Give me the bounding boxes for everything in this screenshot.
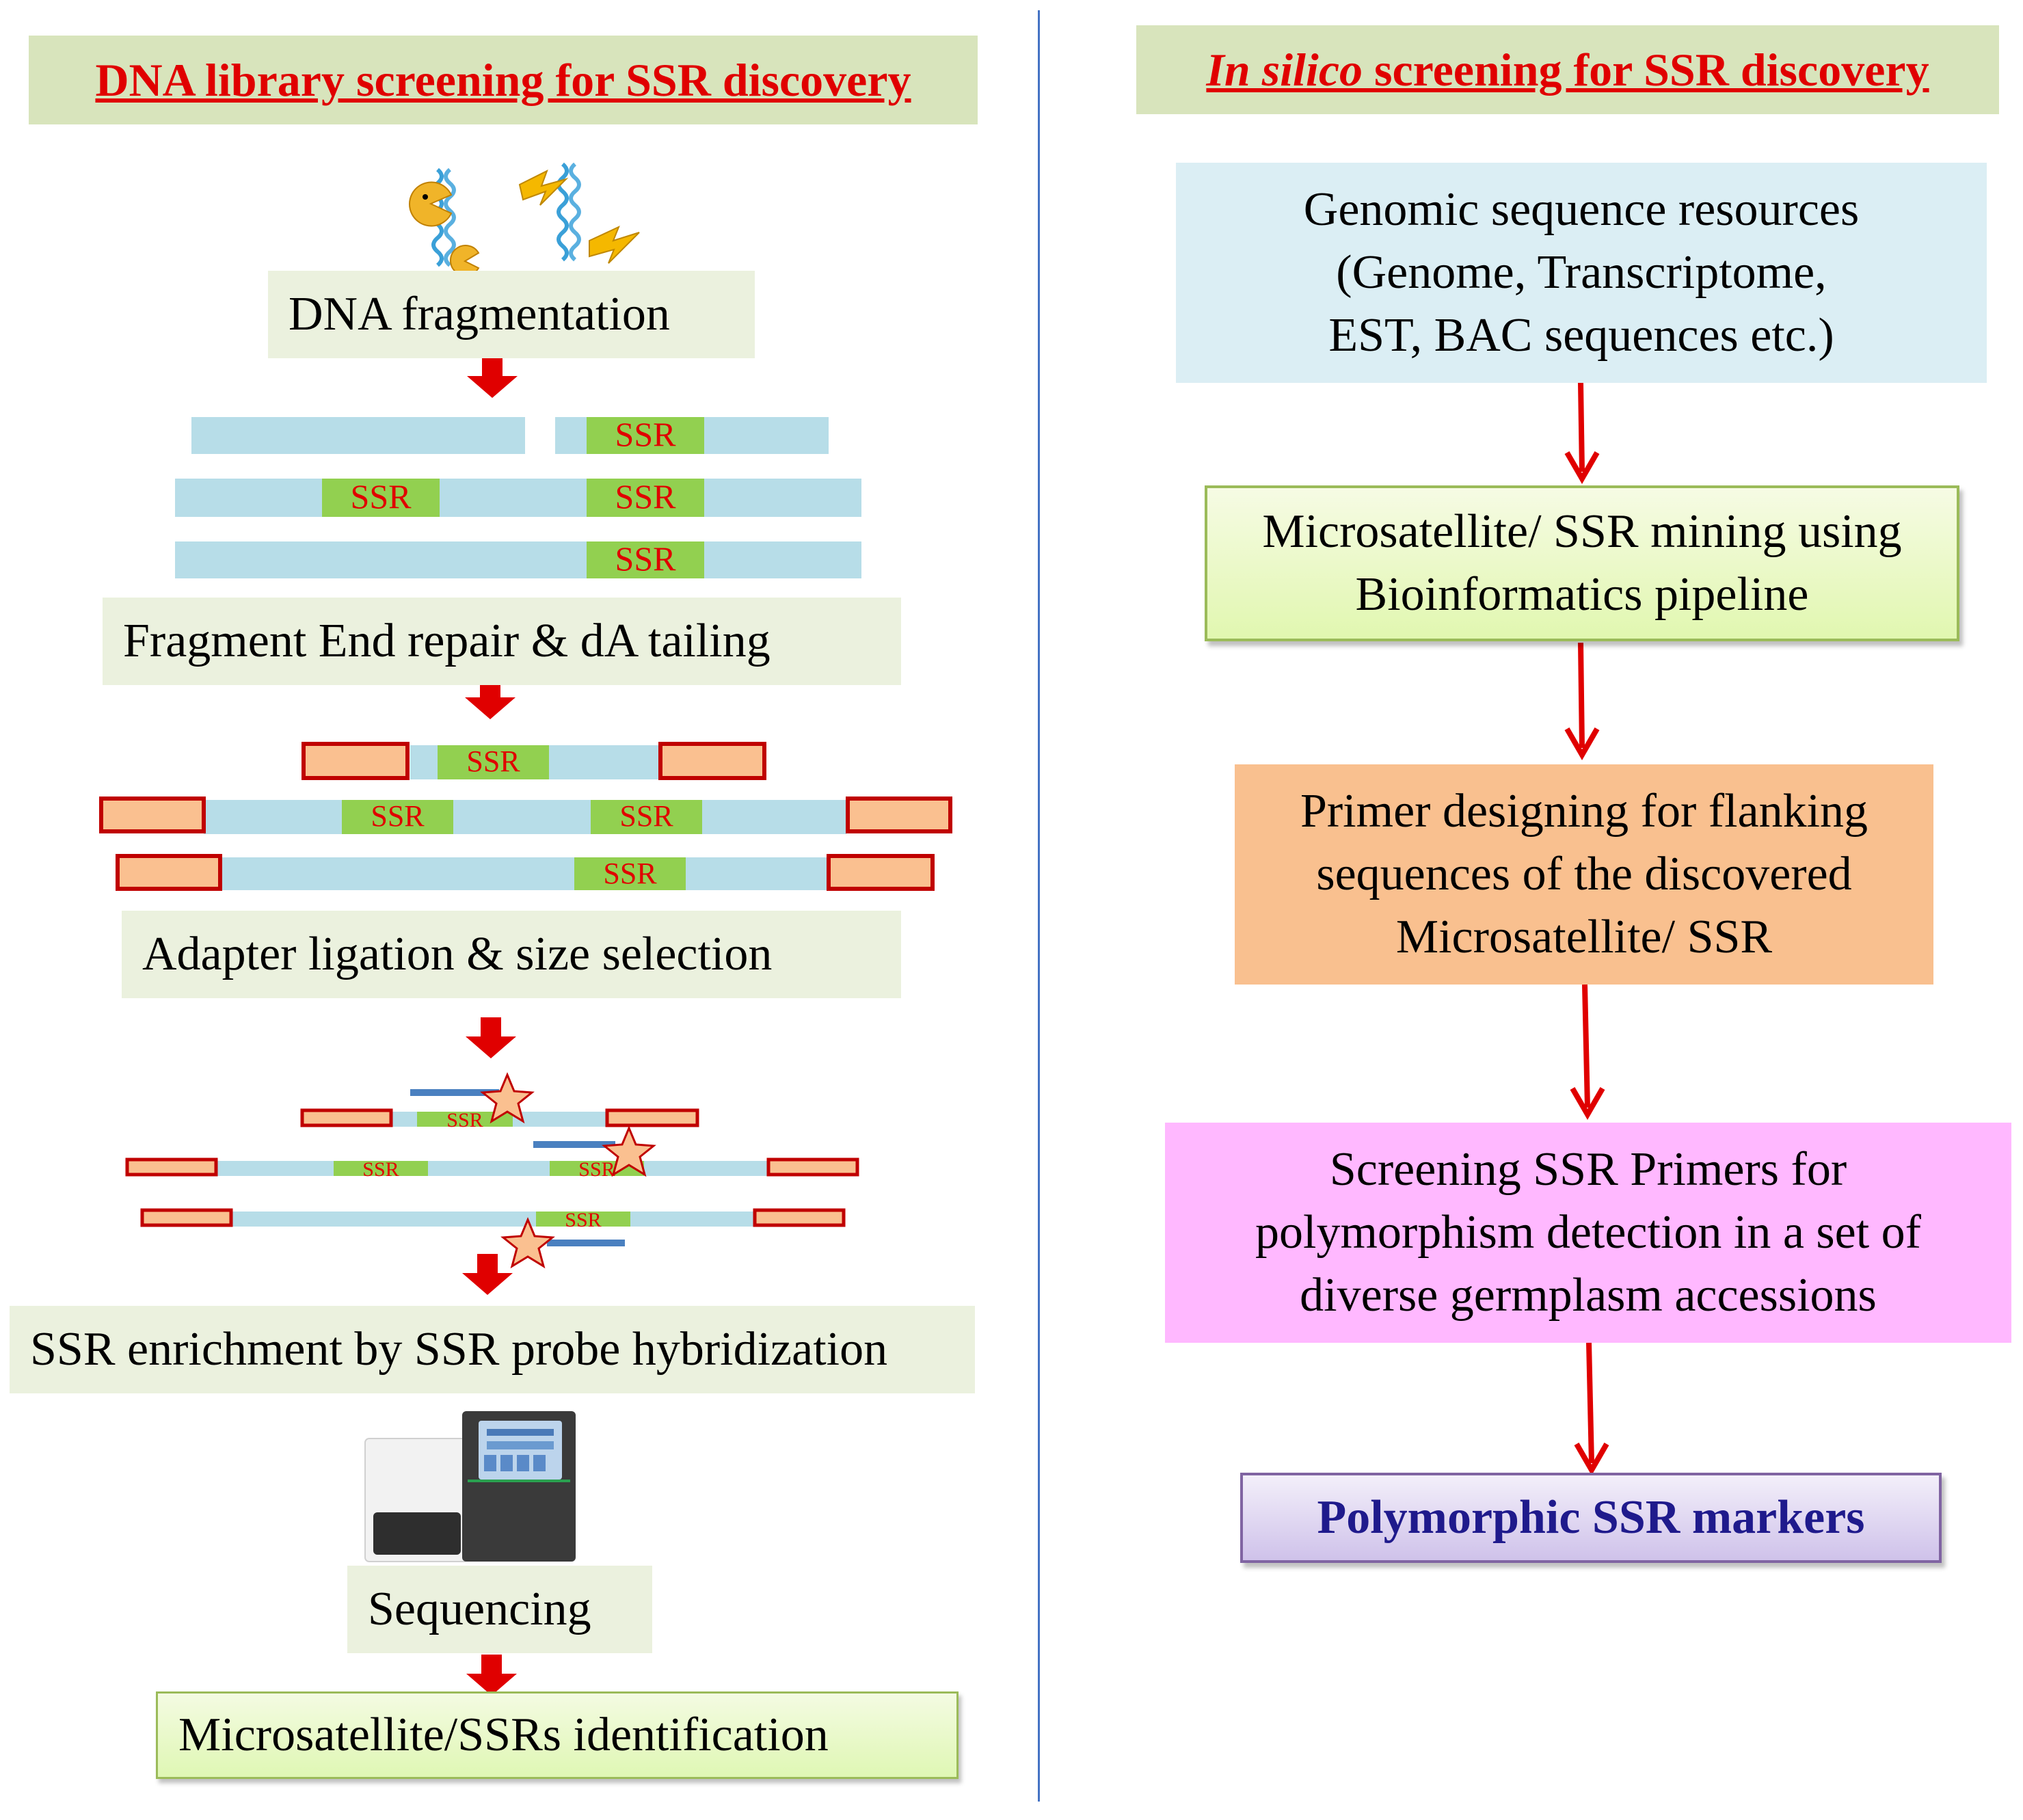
dna-helix-icon xyxy=(559,164,579,260)
step-ssr-identification: Microsatellite/SSRs identification xyxy=(156,1691,959,1779)
ssr-label: SSR xyxy=(615,415,676,453)
ssr-segment xyxy=(438,745,549,779)
sequencer-machine-icon xyxy=(364,1411,576,1562)
ssr-segment xyxy=(587,479,704,517)
box-line: sequences of the discovered xyxy=(1316,848,1852,900)
down-arrow xyxy=(465,678,515,719)
adapter-block xyxy=(658,742,766,780)
ssr-label: SSR xyxy=(619,799,673,833)
ssr-label: SSR xyxy=(466,745,520,778)
pacman-nuclease-icon xyxy=(409,181,480,276)
ssr-segment xyxy=(587,417,704,454)
star-probe-icon xyxy=(480,1072,535,1124)
ssr-segment xyxy=(536,1212,630,1227)
dna-fragment xyxy=(230,1212,756,1227)
step-label: Adapter ligation & size selection xyxy=(142,928,773,980)
adapter-block xyxy=(302,742,410,780)
down-arrow xyxy=(466,1017,516,1058)
step-adapter-ligation: Adapter ligation & size selection xyxy=(122,911,901,998)
ssr-label: SSR xyxy=(603,857,657,890)
dna-fragment xyxy=(175,541,861,578)
ssr-segment xyxy=(417,1112,513,1127)
step-label: DNA fragmentation xyxy=(289,288,670,340)
dna-fragment xyxy=(220,857,829,890)
ssr-segment xyxy=(591,800,702,834)
box-line: Bioinformatics pipeline xyxy=(1355,568,1809,621)
ssr-segment xyxy=(342,800,453,834)
markers-label: Polymorphic SSR markers xyxy=(1317,1491,1865,1544)
ssr-label: SSR xyxy=(446,1109,483,1132)
left-diagram-graphics xyxy=(99,0,952,1696)
box-ssr-mining: Microsatellite/ SSR mining using Bioinfo… xyxy=(1205,485,1959,641)
step-ssr-enrichment: SSR enrichment by SSR probe hybridizatio… xyxy=(10,1306,975,1393)
adapter-block xyxy=(300,1108,393,1127)
ssr-label: SSR xyxy=(615,539,676,578)
box-polymorphic-markers: Polymorphic SSR markers xyxy=(1240,1473,1942,1563)
adapter-block xyxy=(605,1108,699,1127)
right-title-italic: In silico xyxy=(1206,43,1363,96)
step-label: Fragment End repair & dA tailing xyxy=(123,615,771,667)
star-probe-icon xyxy=(602,1125,656,1177)
right-header: In silico screening for SSR discovery xyxy=(1136,25,1999,114)
adapter-block xyxy=(140,1208,233,1227)
dna-fragment xyxy=(175,479,861,517)
box-line: Microsatellite/ SSR xyxy=(1395,911,1773,963)
right-flow-arrows xyxy=(1564,382,1609,1475)
step-label: Microsatellite/SSRs identification xyxy=(178,1709,829,1761)
step-end-repair: Fragment End repair & dA tailing xyxy=(103,598,901,685)
adapter-block xyxy=(766,1157,859,1177)
left-title: DNA library screening for SSR discovery xyxy=(95,53,911,106)
ssr-label: SSR xyxy=(362,1158,399,1181)
left-header: DNA library screening for SSR discovery xyxy=(29,36,978,124)
box-primer-design: Primer designing for flanking sequences … xyxy=(1235,764,1933,985)
ssr-segment xyxy=(334,1161,428,1176)
adapter-block xyxy=(125,1157,218,1177)
box-line: Primer designing for flanking xyxy=(1300,785,1868,838)
dna-fragment xyxy=(204,800,846,834)
lightning-icon xyxy=(518,169,640,264)
box-line: Screening SSR Primers for xyxy=(1329,1143,1847,1196)
adapter-block xyxy=(827,854,935,891)
box-genomic-resources: Genomic sequence resources (Genome, Tran… xyxy=(1176,163,1987,383)
box-line: Genomic sequence resources xyxy=(1303,183,1860,236)
column-divider xyxy=(1038,10,1040,1802)
down-arrow xyxy=(467,357,518,398)
box-line: polymorphism detection in a set of xyxy=(1255,1206,1921,1259)
star-probe-icon xyxy=(500,1217,555,1269)
ssr-label: SSR xyxy=(350,477,412,516)
down-arrow xyxy=(462,1254,513,1295)
adapter-block xyxy=(116,854,222,891)
ssr-label: SSR xyxy=(615,477,676,516)
box-line: Microsatellite/ SSR mining using xyxy=(1262,505,1902,558)
box-line: (Genome, Transcriptome, xyxy=(1336,246,1827,299)
dna-fragment xyxy=(216,1161,771,1176)
adapter-block xyxy=(846,797,952,833)
box-primer-screening: Screening SSR Primers for polymorphism d… xyxy=(1165,1123,2011,1343)
down-arrow xyxy=(466,1655,517,1696)
ssr-segment xyxy=(574,857,686,890)
box-line: EST, BAC sequences etc.) xyxy=(1328,309,1834,362)
adapter-block xyxy=(753,1208,846,1227)
box-line: diverse germplasm accessions xyxy=(1300,1269,1877,1322)
right-title-rest: screening for SSR discovery xyxy=(1363,43,1929,96)
ssr-label: SSR xyxy=(371,799,425,833)
ssr-segment xyxy=(322,479,440,517)
step-label: SSR enrichment by SSR probe hybridizatio… xyxy=(30,1323,888,1376)
ssr-label: SSR xyxy=(578,1158,615,1181)
step-sequencing: Sequencing xyxy=(347,1566,652,1653)
right-title: In silico screening for SSR discovery xyxy=(1206,43,1929,97)
dna-fragment xyxy=(191,417,525,454)
step-dna-fragmentation: DNA fragmentation xyxy=(268,271,755,358)
step-label: Sequencing xyxy=(368,1583,591,1635)
adapter-block xyxy=(99,797,206,833)
ssr-segment xyxy=(587,541,704,578)
ssr-label: SSR xyxy=(565,1209,602,1231)
